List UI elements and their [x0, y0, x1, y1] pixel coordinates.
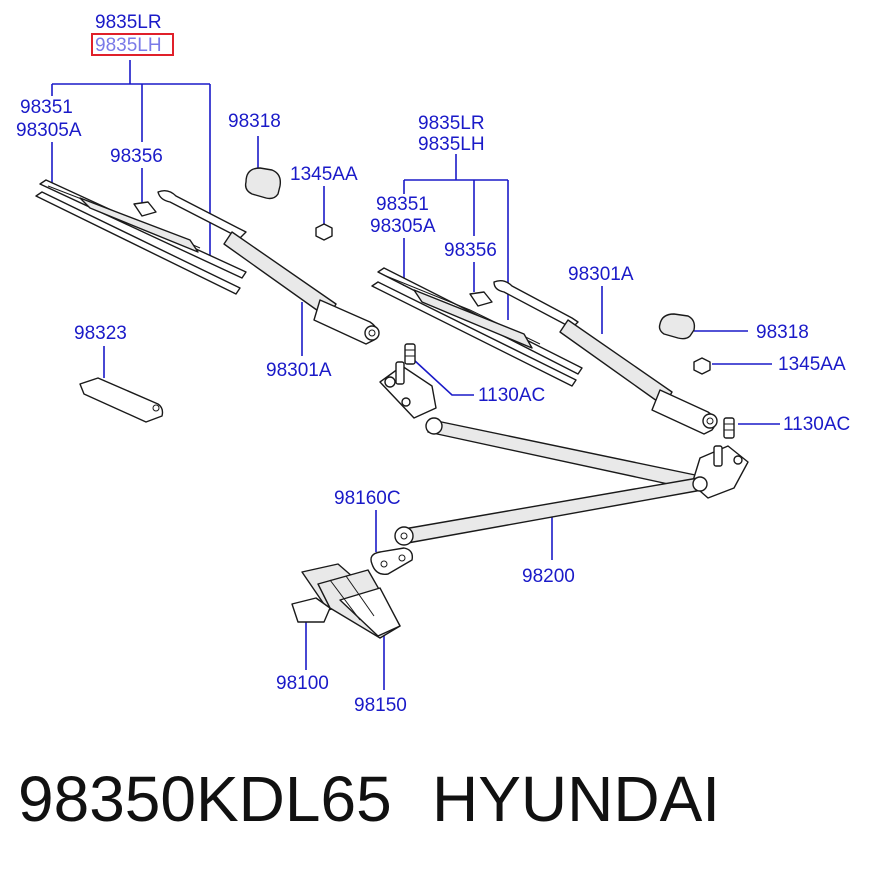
left-wiper-arm [157, 189, 380, 345]
label-1130ac-left[interactable]: 1130AC [478, 385, 545, 406]
footer-part-number: 98350KDL65 [18, 763, 392, 835]
right-wiper-arm [493, 279, 718, 435]
label-1345aa-right[interactable]: 1345AA [778, 354, 846, 375]
label-98356-right[interactable]: 98356 [444, 240, 497, 261]
label-98351-right[interactable]: 98351 [376, 194, 429, 215]
right-pivot-cap [658, 313, 696, 340]
label-98150[interactable]: 98150 [354, 695, 407, 716]
label-98305a-left[interactable]: 98305A [16, 120, 82, 141]
right-bolt [723, 417, 735, 439]
label-9835lh-top[interactable]: 9835LH [95, 35, 162, 56]
crank-link [370, 547, 414, 575]
right-pivot-nut [693, 357, 711, 375]
label-9835lr-top[interactable]: 9835LR [95, 12, 162, 33]
right-blade-clip [469, 291, 493, 307]
highlight-box [91, 33, 174, 56]
label-9835lh-right[interactable]: 9835LH [418, 134, 485, 155]
left-wiper-blade [35, 179, 247, 295]
label-1345aa-left[interactable]: 1345AA [290, 164, 358, 185]
label-98318-right[interactable]: 98318 [756, 322, 809, 343]
wiper-linkage [379, 361, 749, 546]
footer-brand: HYUNDAI [432, 763, 720, 835]
right-wiper-blade [371, 267, 583, 387]
part-labels: 9835LR 9835LH 98351 98305A 98356 98318 1… [16, 12, 850, 716]
label-98305a-right[interactable]: 98305A [370, 216, 436, 237]
left-bolt [404, 343, 416, 365]
label-1130ac-right[interactable]: 1130AC [783, 414, 850, 435]
label-98301a-right[interactable]: 98301A [568, 264, 634, 285]
label-98301a-left[interactable]: 98301A [266, 360, 332, 381]
label-98160c[interactable]: 98160C [334, 488, 401, 509]
left-pivot-cap [244, 167, 282, 200]
wiper-motor [291, 563, 401, 639]
cowl-bracket [79, 377, 164, 423]
label-9835lr-right[interactable]: 9835LR [418, 113, 485, 134]
leader-lines [51, 60, 780, 690]
label-98351-left[interactable]: 98351 [20, 97, 73, 118]
label-98100[interactable]: 98100 [276, 673, 329, 694]
label-98200[interactable]: 98200 [522, 566, 575, 587]
label-98356-left[interactable]: 98356 [110, 146, 163, 167]
left-blade-clip [133, 201, 157, 217]
label-98318-left[interactable]: 98318 [228, 111, 281, 132]
footer: 98350KDL65 HYUNDAI [18, 763, 720, 835]
label-98323[interactable]: 98323 [74, 323, 127, 344]
left-pivot-nut [315, 223, 333, 241]
